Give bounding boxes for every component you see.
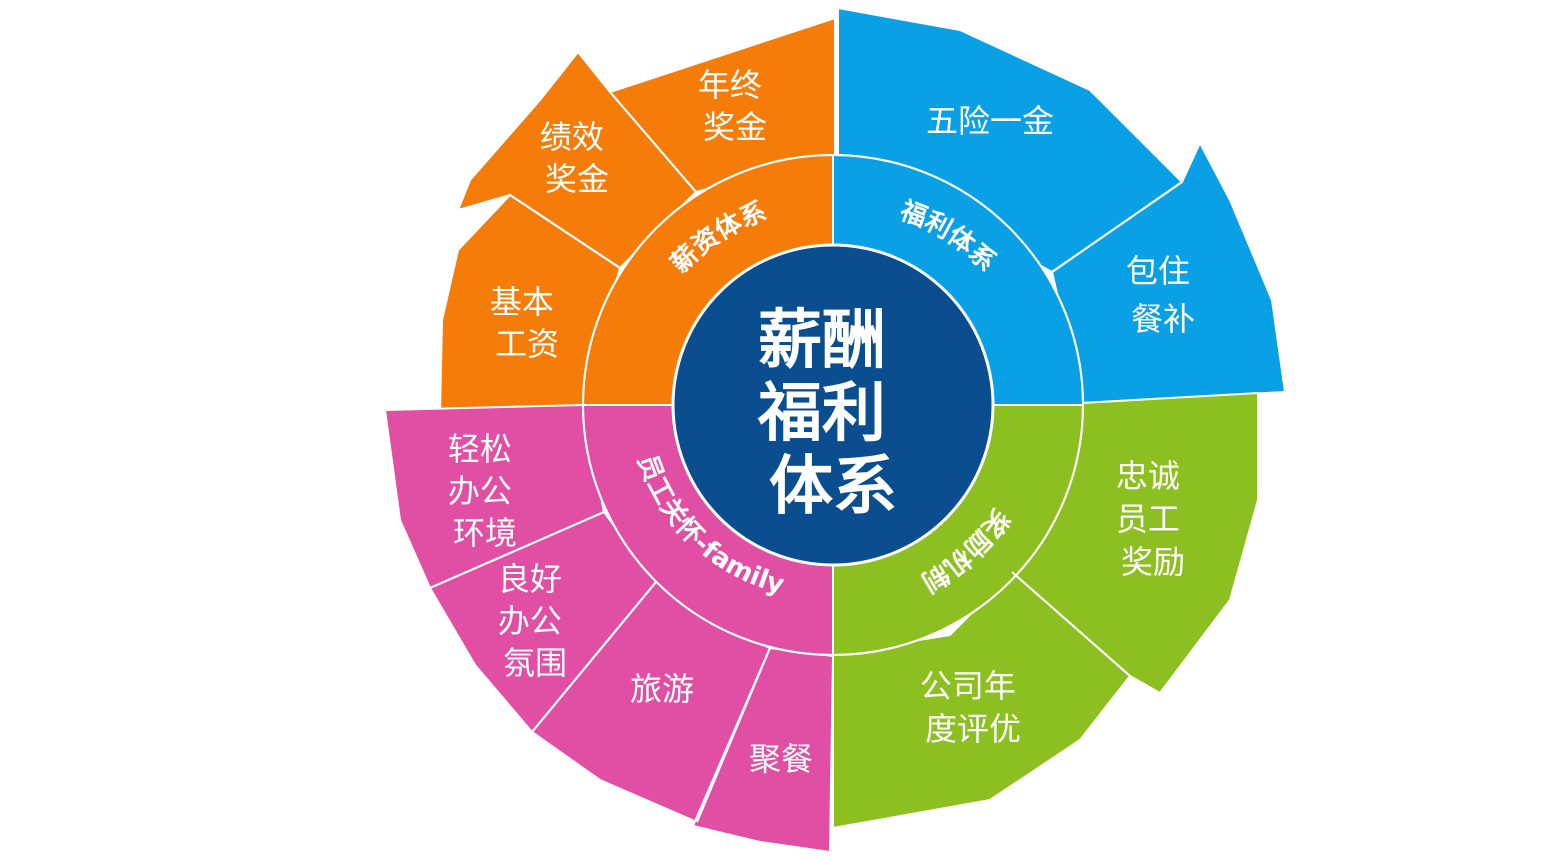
center-circle[interactable] [671, 243, 995, 567]
center-line-1: 薪酬 [758, 304, 886, 378]
center-line-3: 体系 [769, 450, 897, 524]
item-dinner-party: 聚餐 [749, 740, 813, 778]
care-outer-group [383, 403, 835, 854]
item-housing-meal: 包住 餐补 [1126, 252, 1200, 338]
item-base-salary: 基本 工资 [490, 283, 564, 363]
item-social-insurance: 五险一金 [926, 102, 1054, 140]
item-performance-bonus: 绩效 奖金 [540, 118, 614, 198]
salary-outer-group [438, 16, 836, 414]
item-annual-award: 公司年 度评优 [920, 667, 1026, 748]
item-year-end-bonus: 年终 奖金 [698, 66, 772, 146]
item-easy-office-env: 轻松 办公 环境 [448, 430, 522, 552]
segment-annual-award[interactable] [832, 570, 1132, 830]
outer-separators [429, 91, 1183, 823]
center-title: 薪酬 福利 体系 [757, 304, 908, 524]
item-good-office-atmos: 良好 办公 氛围 [498, 560, 572, 682]
center-line-2: 福利 [757, 377, 886, 451]
item-travel: 旅游 [630, 670, 694, 708]
item-loyal-employee: 忠诚 员工 奖励 [1116, 457, 1190, 581]
